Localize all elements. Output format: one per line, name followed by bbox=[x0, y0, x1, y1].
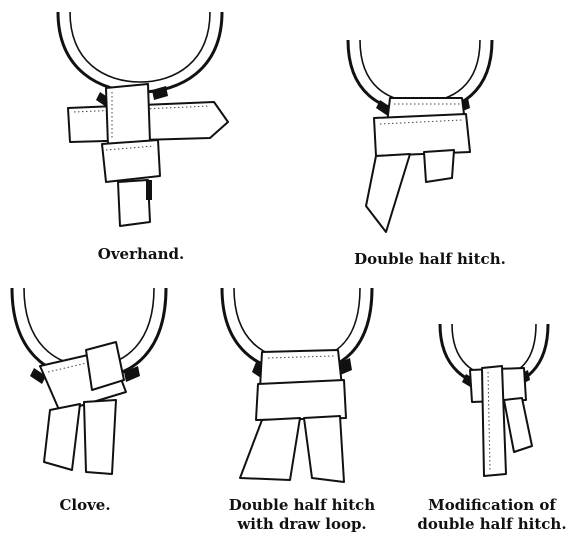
double-half-hitch-figure bbox=[348, 40, 492, 232]
clove-hitch-figure bbox=[12, 288, 166, 474]
overhand-knot-figure bbox=[58, 12, 228, 226]
modified-hitch-figure bbox=[440, 324, 548, 476]
caption-modification-line2: double half hitch. bbox=[408, 515, 576, 534]
caption-overhand: Overhand. bbox=[56, 245, 226, 264]
caption-draw-loop-line2: with draw loop. bbox=[212, 515, 392, 534]
caption-modification: Modification of double half hitch. bbox=[408, 496, 576, 534]
caption-clove: Clove. bbox=[30, 496, 140, 515]
draw-loop-hitch-figure bbox=[222, 288, 372, 482]
caption-modification-line1: Modification of bbox=[408, 496, 576, 515]
caption-draw-loop-line1: Double half hitch bbox=[212, 496, 392, 515]
caption-double-half-hitch: Double half hitch. bbox=[335, 250, 525, 269]
caption-draw-loop: Double half hitch with draw loop. bbox=[212, 496, 392, 534]
